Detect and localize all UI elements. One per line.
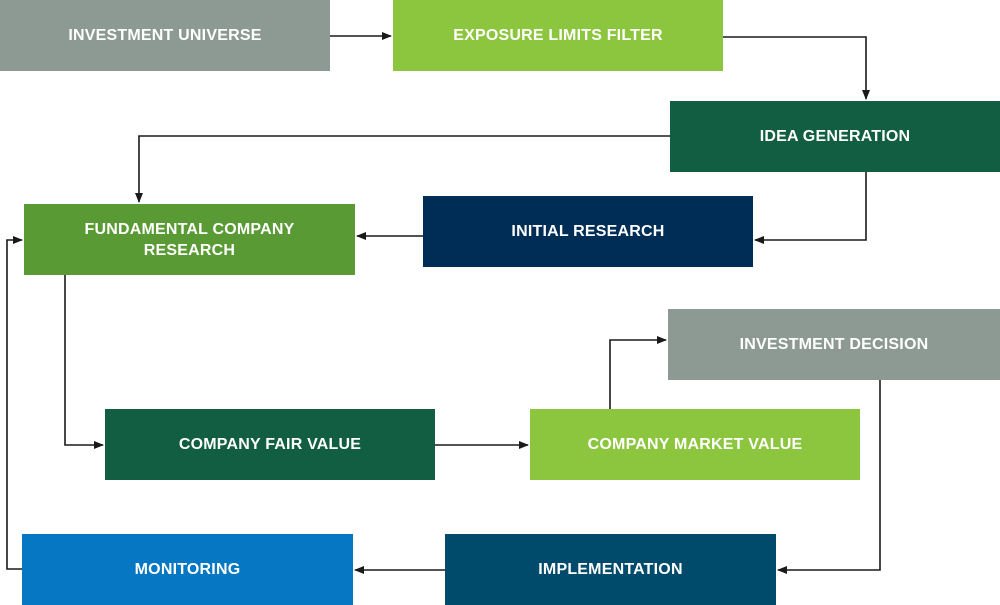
node-company-fair-value: COMPANY FAIR VALUE xyxy=(105,409,435,480)
edge-fundamental-to-fair-value xyxy=(64,275,104,449)
edge-market-value-to-decision xyxy=(609,336,667,409)
node-monitoring: MONITORING xyxy=(22,534,353,605)
edge-exposure-to-idea xyxy=(723,36,870,100)
node-company-market-value: COMPANY MARKET VALUE xyxy=(530,409,860,480)
edge-monitoring-to-fundamental xyxy=(6,236,23,570)
node-investment-universe: INVESTMENT UNIVERSE xyxy=(0,0,330,71)
node-exposure-limits-filter: EXPOSURE LIMITS FILTER xyxy=(393,0,723,71)
node-implementation: IMPLEMENTATION xyxy=(445,534,776,605)
node-investment-decision: INVESTMENT DECISION xyxy=(668,309,1000,380)
node-idea-generation: IDEA GENERATION xyxy=(670,101,1000,172)
edge-decision-to-implementation xyxy=(777,380,881,574)
edge-idea-to-initial xyxy=(754,172,867,244)
edge-idea-to-fundamental xyxy=(135,135,670,203)
node-fundamental-company-research: FUNDAMENTAL COMPANY RESEARCH xyxy=(24,204,355,275)
node-initial-research: INITIAL RESEARCH xyxy=(423,196,753,267)
